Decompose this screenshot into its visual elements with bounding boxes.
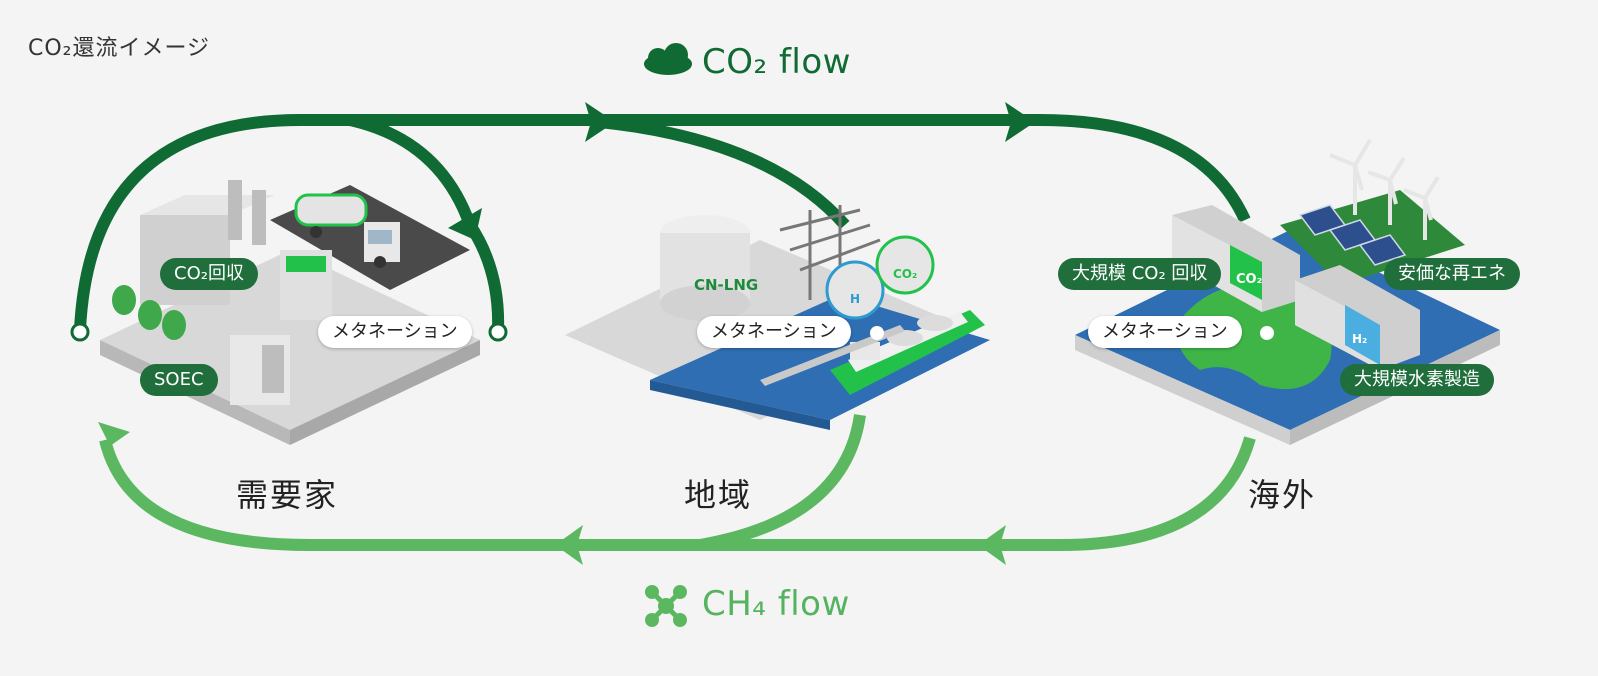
methanation-label-demand: メタネーション <box>318 316 472 348</box>
tank-h-mark: H <box>850 292 860 306</box>
methanation-point <box>870 326 884 340</box>
region-label-demand: 需要家 <box>236 476 339 514</box>
junction-dot <box>488 322 508 342</box>
demand-facility-illustration <box>100 180 480 445</box>
methanation-label-local: メタネーション <box>697 316 851 348</box>
container-h2-mark: H₂ <box>1352 332 1367 346</box>
region-label-overseas: 海外 <box>1248 476 1317 514</box>
h2-container-icon: H₂ <box>1295 265 1420 370</box>
page-title: CO₂還流イメージ <box>28 36 211 61</box>
soec-label: SOEC <box>140 364 218 396</box>
lng-ship-icon <box>830 310 985 395</box>
large-co2-capture-label: 大規模 CO₂ 回収 <box>1058 258 1222 290</box>
region-label-local: 地域 <box>684 476 753 514</box>
tank-co2-mark: CO₂ <box>893 267 917 281</box>
co2-flow-legend: CO₂ flow <box>640 42 851 82</box>
overseas-facility-illustration: CO₂ H₂ <box>1075 138 1500 445</box>
tanker-truck-icon <box>294 193 400 268</box>
ch4-flow-label: CH₄ flow <box>702 584 850 624</box>
container-co2-mark: CO₂ <box>1236 272 1262 287</box>
ch4-flow-legend: CH₄ flow <box>640 584 850 624</box>
junction-dot <box>70 322 90 342</box>
methanation-label-overseas: メタネーション <box>1088 316 1242 348</box>
large-hydrogen-label: 大規模水素製造 <box>1340 364 1494 396</box>
co2-flow-arrowheads <box>448 102 1035 240</box>
methanation-point <box>1260 326 1274 340</box>
co2-flow-label: CO₂ flow <box>702 42 851 82</box>
co2-capture-label: CO₂回収 <box>160 258 258 290</box>
solar-panel-icon <box>1298 204 1407 266</box>
cheap-renewables-label: 安価な再エネ <box>1384 258 1520 290</box>
cn-lng-mark: CN-LNG <box>694 276 758 294</box>
methane-molecule-icon <box>645 585 687 627</box>
tree-icon <box>112 285 186 340</box>
cloud-icon <box>644 43 692 75</box>
ch4-flow-arrowheads <box>98 422 1006 565</box>
wind-turbine-icon <box>1329 138 1440 240</box>
ch4-flow-lines <box>99 414 1256 551</box>
